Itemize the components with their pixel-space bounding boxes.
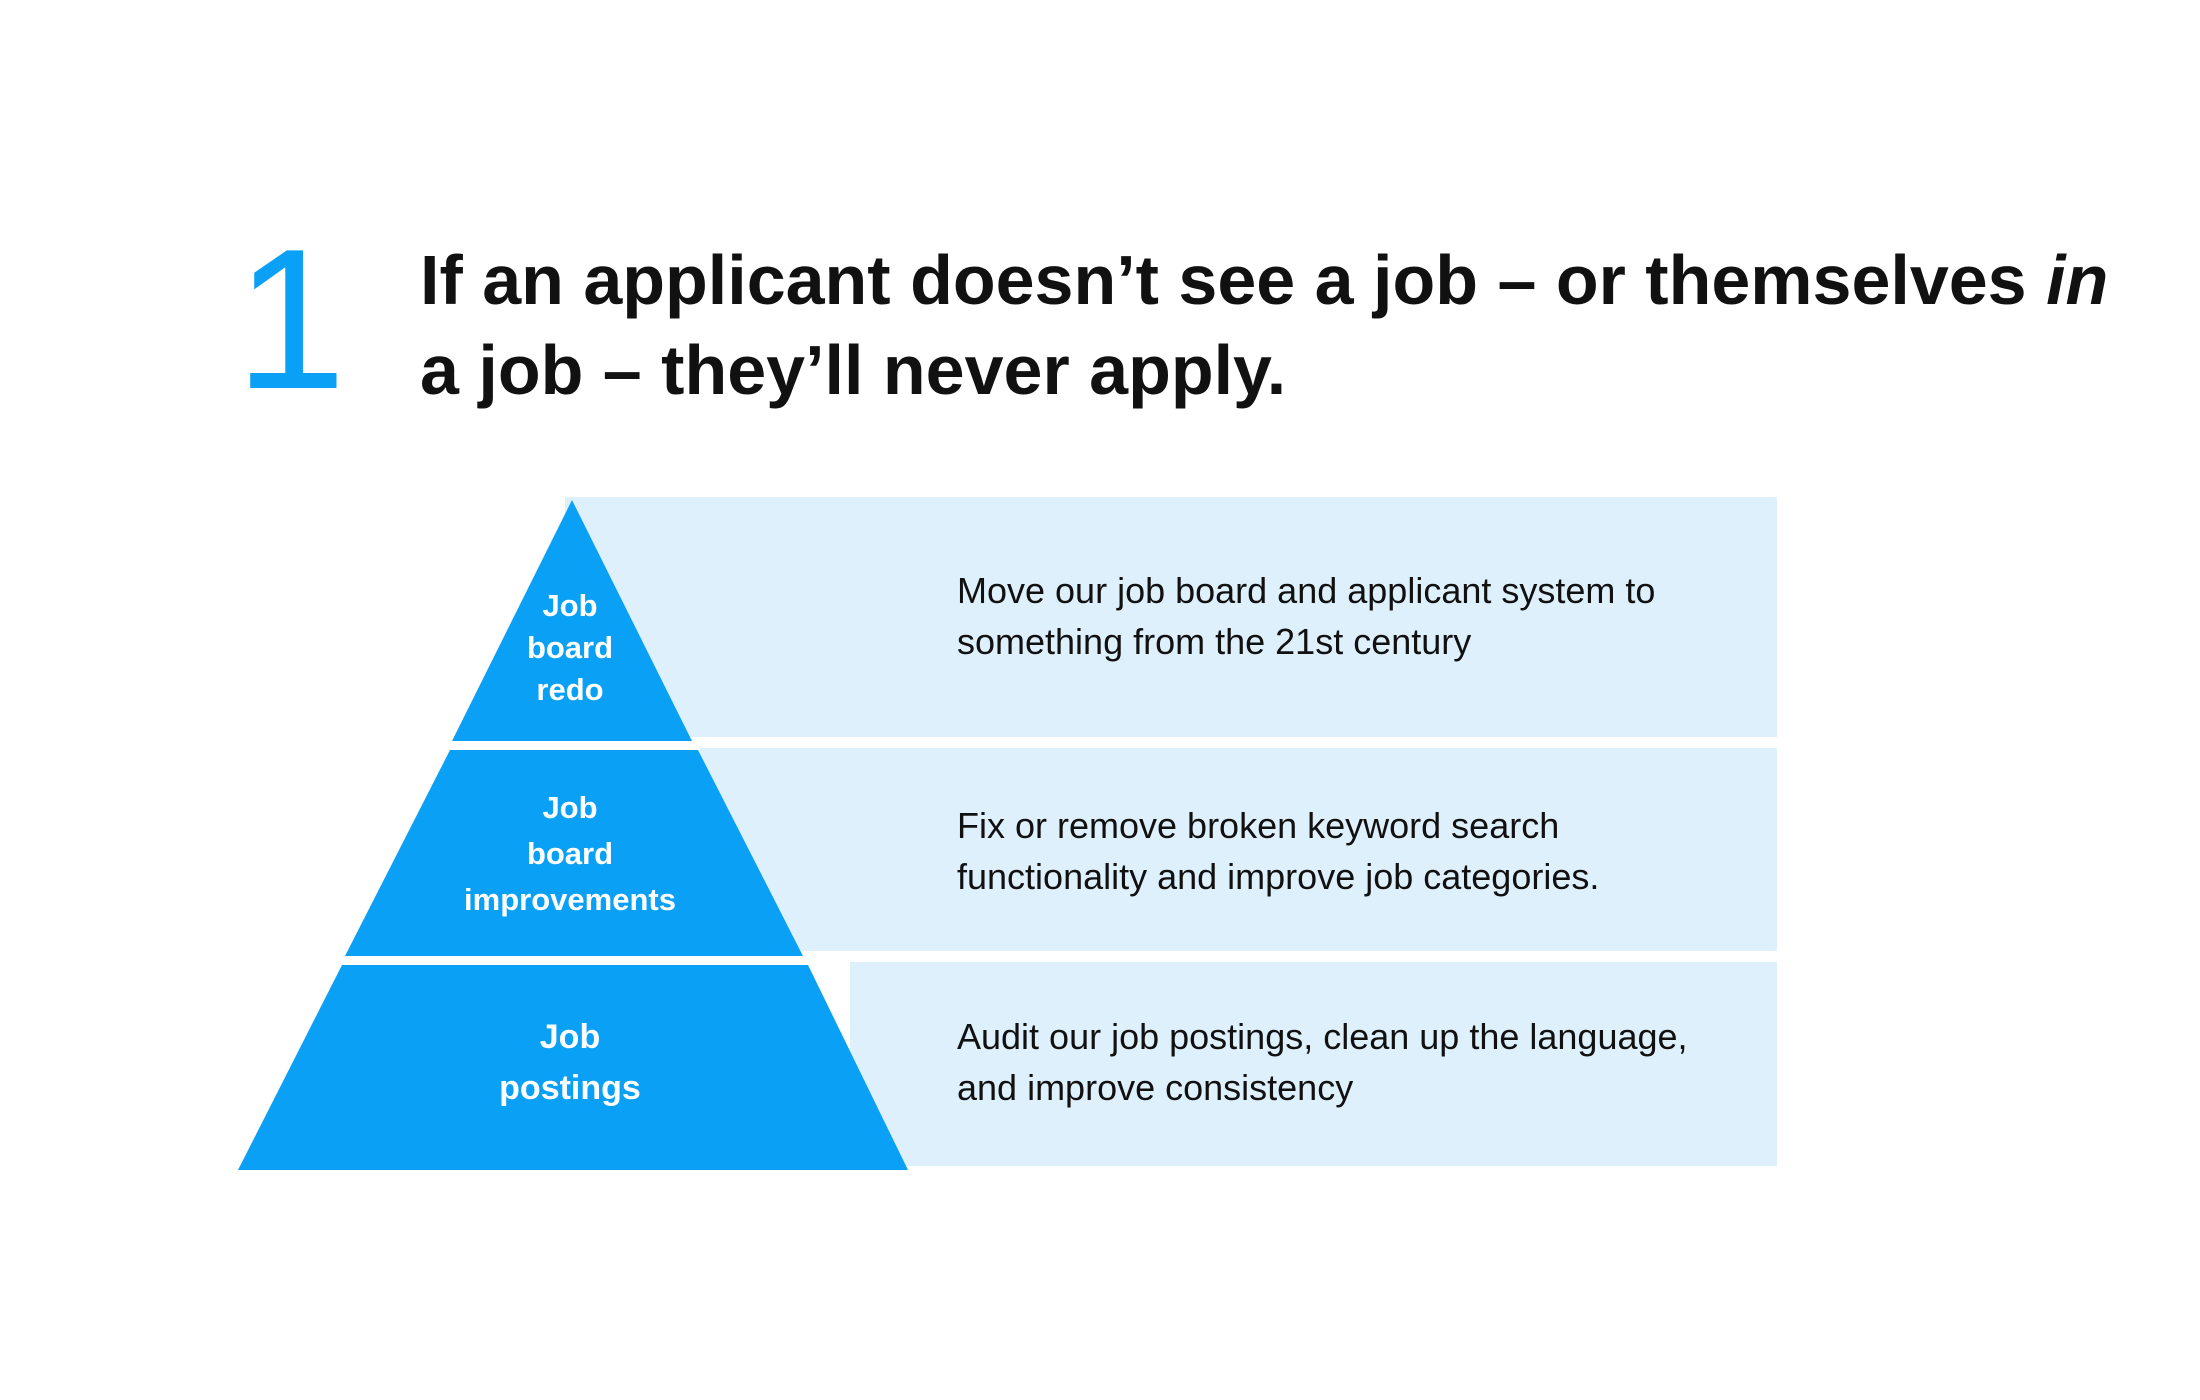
headline-part2: a job – they’ll never apply. xyxy=(420,331,1287,409)
tier-3-description: Audit our job postings, clean up the lan… xyxy=(957,1016,1688,1108)
tier-3-band xyxy=(850,962,1777,1166)
tier-1-description: Move our job board and applicant system … xyxy=(957,570,1656,662)
headline-emphasis: in xyxy=(2046,241,2109,319)
tier-1-band xyxy=(565,497,1777,737)
tier-2-band xyxy=(700,748,1777,951)
tier-1-label: Job board redo xyxy=(526,588,614,707)
pyramid-tier-3 xyxy=(238,965,908,1170)
pyramid-tier-1 xyxy=(452,500,692,741)
tier-3-label: Job postings xyxy=(499,1018,641,1107)
headline-part1: If an applicant doesn’t see a job – or t… xyxy=(420,241,2047,319)
tier-2-label: Job board improvements xyxy=(464,790,676,917)
headline: If an applicant doesn’t see a job – or t… xyxy=(420,235,2120,415)
slide-number: 1 xyxy=(235,208,347,431)
pyramid-tier-2 xyxy=(345,750,803,956)
tier-2-description: Fix or remove broken keyword search func… xyxy=(957,805,1600,897)
